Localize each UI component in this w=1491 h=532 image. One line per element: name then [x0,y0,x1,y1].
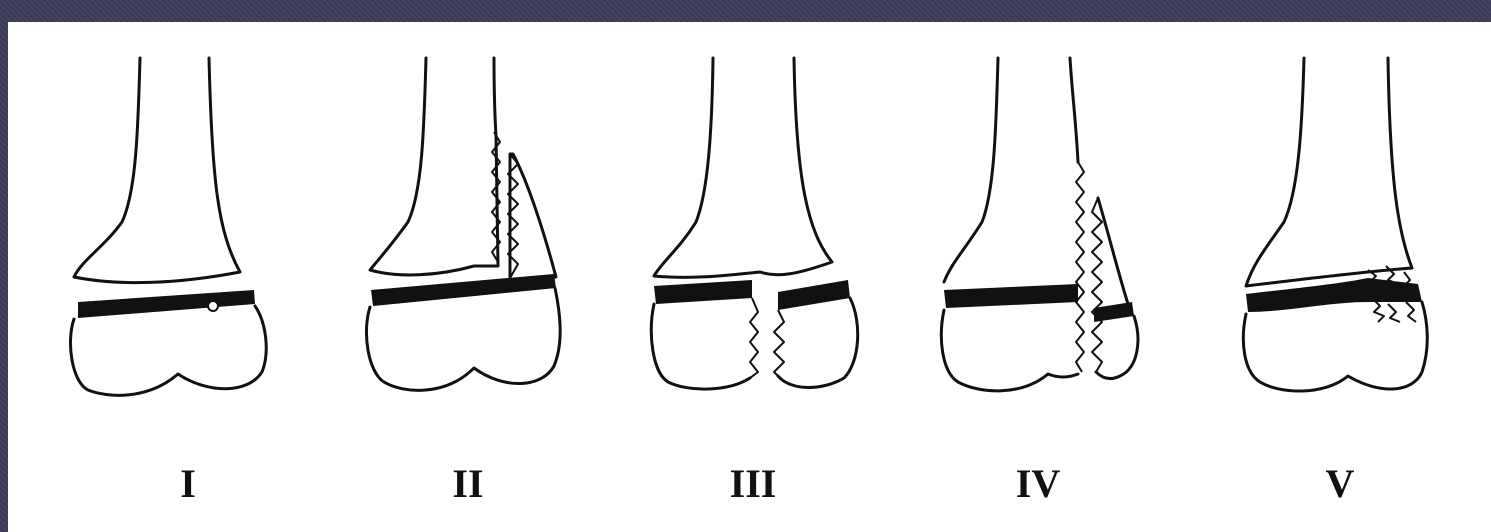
type-i-label: I [128,460,248,507]
bone-type-v [1243,58,1427,391]
bone-type-ii [366,58,560,390]
type-iv-label: IV [978,460,1098,507]
bone-type-iv [941,58,1138,391]
type-v-label: V [1280,460,1400,507]
type-iii-label: III [693,460,813,507]
salter-harris-diagram [8,22,1491,532]
bone-type-i [70,58,266,395]
figure-panel: I II III IV V [8,22,1491,532]
bone-type-iii [651,58,857,389]
type-ii-label: II [408,460,528,507]
